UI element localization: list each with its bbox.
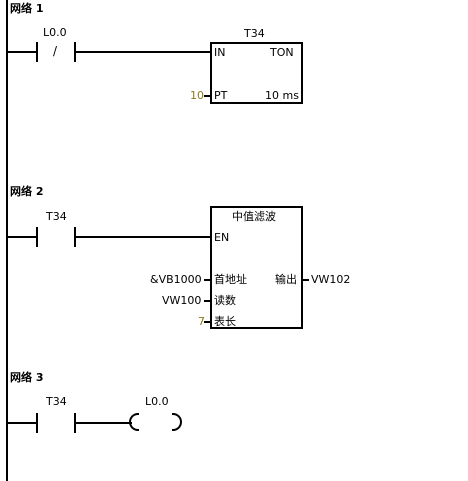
- wire: [204, 300, 212, 302]
- network-1-title[interactable]: 网络 1: [10, 2, 44, 15]
- coil-address[interactable]: L0.0: [145, 395, 169, 408]
- ton-in-label: IN: [214, 46, 226, 59]
- network-3-title[interactable]: 网络 3: [10, 371, 44, 384]
- contact-address[interactable]: L0.0: [43, 26, 67, 39]
- output-label: 输出: [275, 273, 297, 286]
- wire: [76, 236, 212, 238]
- output-value[interactable]: VW102: [311, 273, 351, 286]
- contact-right-bar: [74, 227, 76, 247]
- wire: [8, 236, 36, 238]
- ton-type-label: TON: [270, 46, 294, 59]
- contact-address[interactable]: T34: [46, 395, 67, 408]
- wire: [8, 51, 36, 53]
- network-2-title[interactable]: 网络 2: [10, 185, 44, 198]
- contact-nc-slash: /: [53, 44, 58, 58]
- input-first-address-label: 首地址: [214, 273, 247, 286]
- wire: [204, 279, 212, 281]
- block-en-label: EN: [214, 231, 230, 244]
- wire: [76, 51, 212, 53]
- contact-left-bar: [36, 413, 38, 433]
- contact-right-bar: [74, 42, 76, 62]
- ton-resolution: 10 ms: [265, 89, 299, 102]
- wire: [204, 321, 212, 323]
- median-filter-block[interactable]: [210, 206, 303, 329]
- input-table-length-value[interactable]: 7: [198, 315, 205, 328]
- ton-pt-label: PT: [214, 89, 228, 102]
- input-first-address-value[interactable]: &VB1000: [150, 273, 202, 286]
- coil-left-paren[interactable]: [129, 413, 139, 431]
- ton-block[interactable]: [210, 42, 303, 104]
- input-reading-label: 读数: [214, 294, 236, 307]
- block-name: 中值滤波: [232, 210, 276, 223]
- contact-right-bar: [74, 413, 76, 433]
- wire: [301, 279, 309, 281]
- contact-left-bar: [36, 227, 38, 247]
- ton-pt-value[interactable]: 10: [190, 89, 204, 102]
- wire: [76, 422, 132, 424]
- input-reading-value[interactable]: VW100: [162, 294, 202, 307]
- input-table-length-label: 表长: [214, 315, 236, 328]
- left-power-rail: [6, 0, 8, 481]
- contact-left-bar: [36, 42, 38, 62]
- contact-address[interactable]: T34: [46, 210, 67, 223]
- wire: [204, 95, 212, 97]
- wire: [8, 422, 36, 424]
- timer-name[interactable]: T34: [244, 27, 265, 40]
- coil-right-paren[interactable]: [172, 413, 182, 431]
